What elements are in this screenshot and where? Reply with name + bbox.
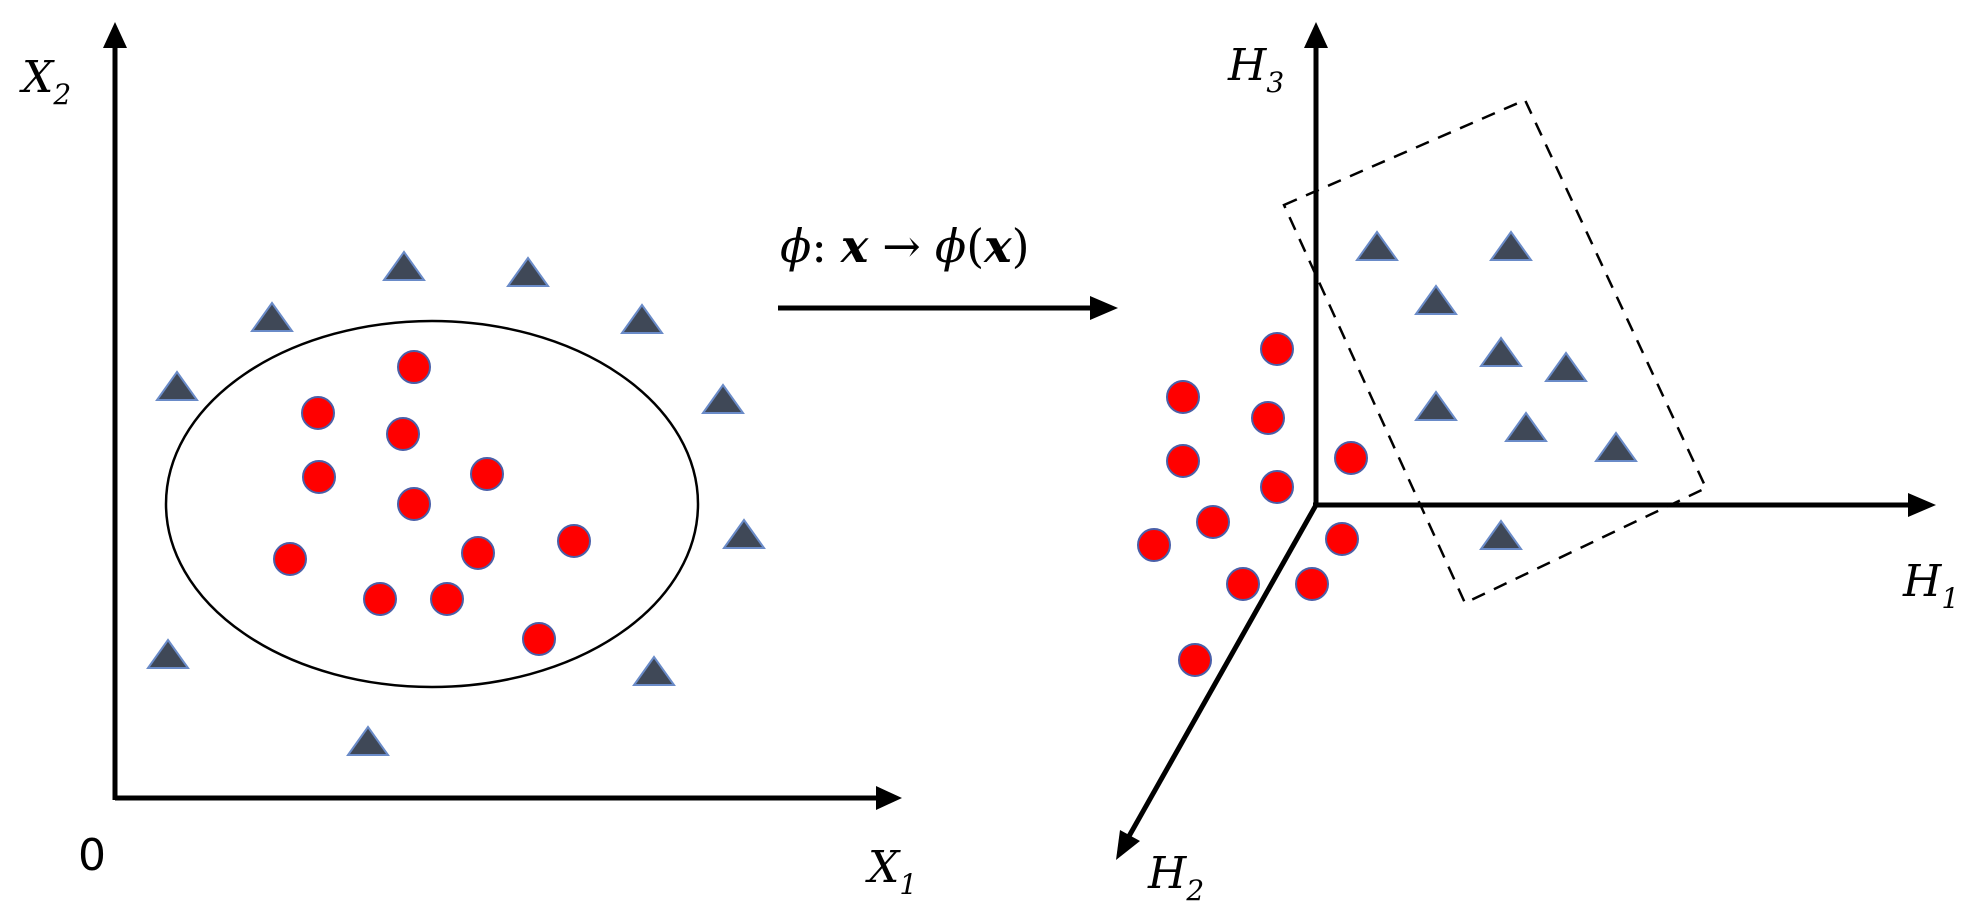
input-class-b-points <box>146 250 766 756</box>
h1-axis-label: H1 <box>1902 556 1959 615</box>
h2-axis-label: H2 <box>1147 848 1204 907</box>
class-a-point <box>386 417 420 451</box>
feature-class-b-points <box>1355 230 1638 550</box>
class-a-point <box>1295 567 1329 601</box>
x2-axis-label: X2 <box>19 52 71 111</box>
h1-axis-arrowhead <box>1908 493 1936 517</box>
class-b-point <box>1489 230 1533 261</box>
mapping-formula: ϕ:x→ϕ(x) <box>780 219 1030 273</box>
class-b-point <box>620 303 664 334</box>
class-b-point <box>146 638 190 669</box>
class-b-point <box>1504 411 1548 442</box>
feature-class-a-points <box>1137 332 1368 677</box>
class-a-point <box>1334 441 1368 475</box>
class-b-point <box>382 250 426 281</box>
input-space-panel: 0 X1 X2 <box>19 22 917 901</box>
class-b-point <box>632 655 676 686</box>
class-a-point <box>522 622 556 656</box>
class-a-point <box>1137 528 1171 562</box>
class-a-point <box>430 582 464 616</box>
class-a-point <box>1166 380 1200 414</box>
class-a-point <box>302 460 336 494</box>
h3-axis-arrowhead <box>1304 22 1328 48</box>
class-a-point <box>301 396 335 430</box>
class-a-point <box>470 457 504 491</box>
class-b-point <box>1414 284 1458 315</box>
class-b-point <box>346 725 390 756</box>
h2-axis-arrowhead <box>1116 830 1140 860</box>
separating-hyperplane <box>1282 98 1708 605</box>
class-a-point <box>1226 567 1260 601</box>
class-a-point <box>397 350 431 384</box>
class-a-point <box>1260 332 1294 366</box>
class-b-point <box>155 370 199 401</box>
class-b-point <box>701 383 745 414</box>
class-b-point <box>1594 431 1638 462</box>
h2-axis <box>1125 503 1319 840</box>
class-b-point <box>250 301 294 332</box>
input-class-a-points <box>273 350 591 656</box>
class-a-point <box>557 524 591 558</box>
class-b-point <box>722 518 766 549</box>
x1-axis-label: X1 <box>865 842 917 901</box>
class-b-point <box>1479 336 1523 367</box>
class-b-point <box>1355 230 1399 261</box>
class-a-point <box>1260 470 1294 504</box>
class-a-point <box>1196 505 1230 539</box>
h3-axis-label: H3 <box>1227 40 1284 99</box>
x1-axis-arrowhead <box>876 786 902 810</box>
class-b-point <box>1414 390 1458 421</box>
class-b-point <box>506 256 550 287</box>
class-a-point <box>1166 444 1200 478</box>
class-b-point <box>1479 519 1523 550</box>
class-a-point <box>363 582 397 616</box>
decision-boundary-ellipse <box>164 319 700 689</box>
class-a-point <box>1178 643 1212 677</box>
class-a-point <box>1251 401 1285 435</box>
class-a-point <box>397 487 431 521</box>
origin-label: 0 <box>78 830 106 881</box>
class-a-point <box>1325 522 1359 556</box>
class-a-point <box>273 542 307 576</box>
x2-axis-arrowhead <box>103 22 127 48</box>
mapping-annotation: ϕ:x→ϕ(x) <box>778 219 1118 320</box>
feature-space-panel: H1 H2 H3 <box>1116 22 1959 907</box>
mapping-arrowhead <box>1090 296 1118 320</box>
class-a-point <box>461 536 495 570</box>
class-b-point <box>1544 351 1588 382</box>
